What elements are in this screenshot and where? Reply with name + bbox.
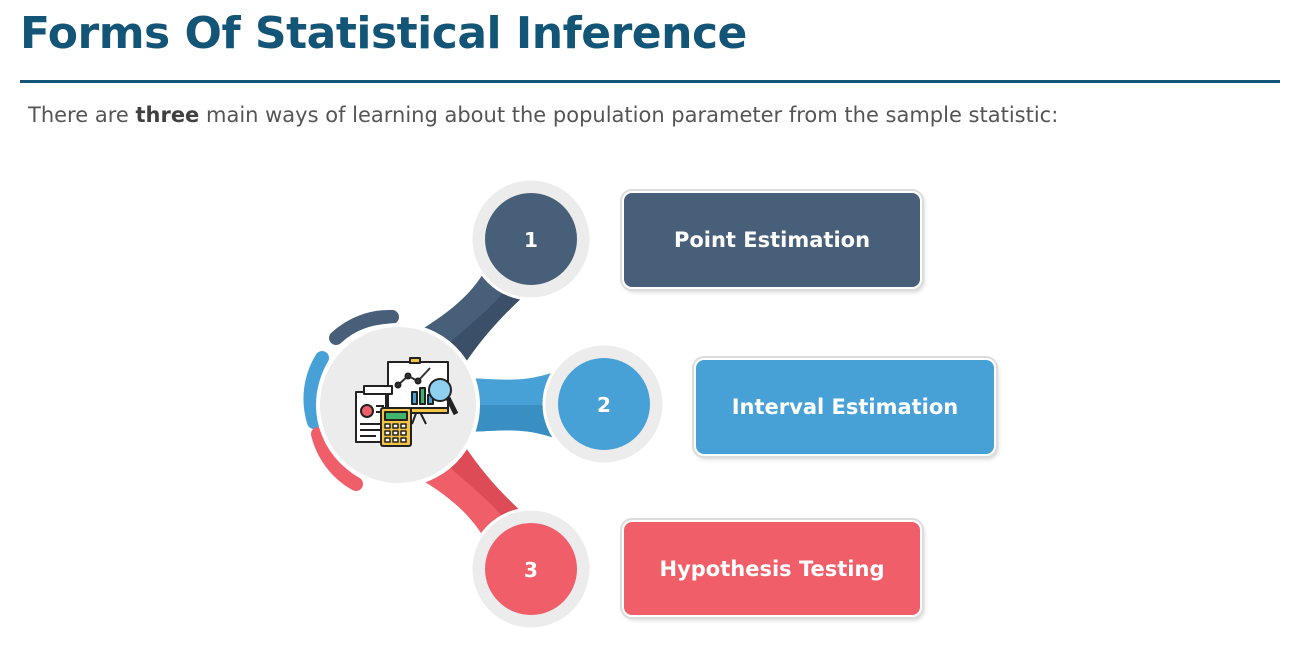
connector-3-shade — [440, 442, 528, 525]
label-box-interval-estimation: Interval Estimation — [694, 358, 996, 456]
statistics-report-calculator-icon — [355, 357, 459, 447]
node-number-1: 1 — [524, 228, 538, 252]
label-hypothesis-testing: Hypothesis Testing — [659, 556, 885, 581]
hub-arc-dark — [329, 309, 399, 345]
label-interval-estimation: Interval Estimation — [731, 395, 959, 419]
title-underline — [20, 80, 1280, 83]
node-circle-3 — [485, 523, 577, 615]
node-circle-2 — [558, 358, 650, 450]
connector-2-shade — [455, 405, 560, 440]
intro-text: There are three main ways of learning ab… — [28, 103, 1058, 127]
connector-1-shade — [440, 285, 528, 368]
label-box-point-estimation: Point Estimation — [622, 191, 922, 289]
hub-arc-blue — [303, 351, 329, 429]
node-circle-1 — [485, 193, 577, 285]
intro-after: main ways of learning about the populati… — [199, 103, 1059, 127]
label-box-hypothesis-testing: Hypothesis Testing — [622, 520, 922, 617]
hub-arc-red — [311, 427, 363, 491]
node-number-3: 3 — [524, 558, 538, 582]
node-number-2: 2 — [597, 393, 611, 417]
intro-before: There are — [28, 103, 136, 127]
page-title: Forms Of Statistical Inference — [20, 8, 747, 59]
label-point-estimation: Point Estimation — [673, 228, 871, 252]
intro-bold: three — [135, 103, 200, 127]
